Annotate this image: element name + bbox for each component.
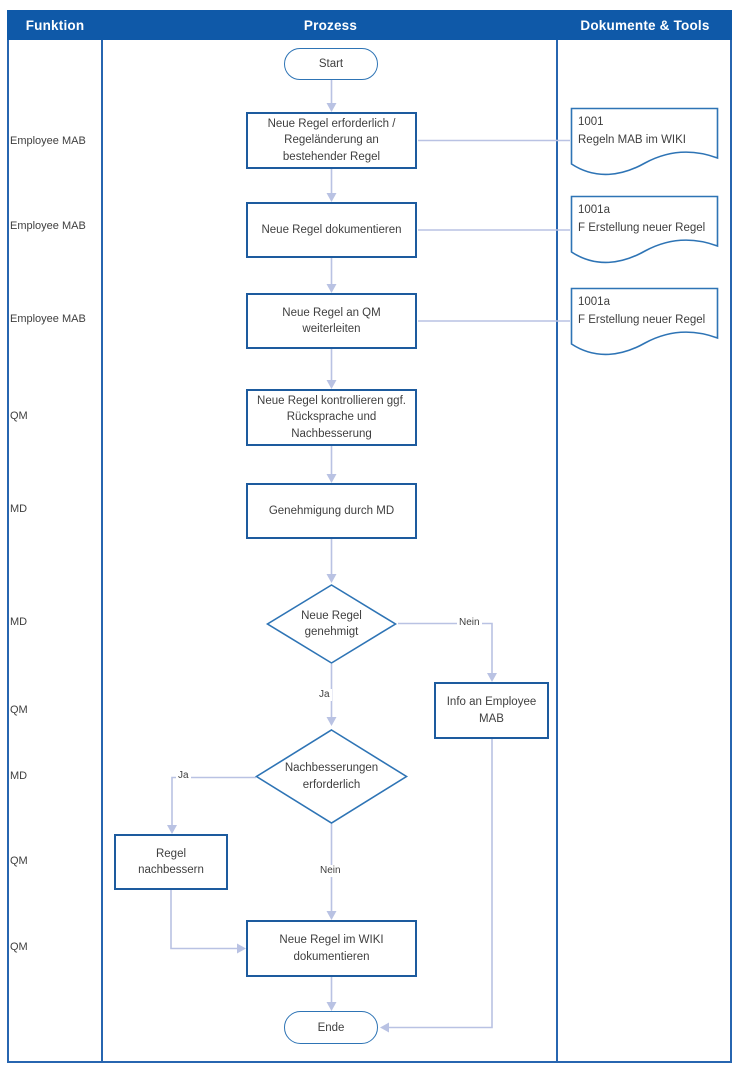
header-dokumente: Dokumente & Tools bbox=[580, 17, 710, 33]
process-step-kontrollieren: Neue Regel kontrollieren ggf. Rücksprach… bbox=[246, 389, 417, 446]
header-prozess: Prozess bbox=[303, 17, 358, 33]
document-title: F Erstellung neuer Regel bbox=[578, 222, 706, 234]
role-label: MD bbox=[10, 616, 28, 628]
document-id: 1001a bbox=[578, 204, 610, 216]
document-id: 1001 bbox=[578, 116, 604, 128]
role-label: MD bbox=[10, 770, 28, 782]
process-step-info-employee: Info an Employee MAB bbox=[434, 682, 549, 739]
role-label: QM bbox=[10, 941, 28, 953]
document-title: F Erstellung neuer Regel bbox=[578, 314, 706, 326]
document-1001-text: 1001 Regeln MAB im WIKI bbox=[578, 113, 714, 149]
role-label: QM bbox=[10, 410, 28, 422]
document-title: Regeln MAB im WIKI bbox=[578, 134, 686, 146]
process-step-nachbessern: Regel nachbessern bbox=[114, 834, 228, 890]
header-bar: Funktion Prozess Dokumente & Tools bbox=[7, 10, 732, 40]
document-shape-1001a-first bbox=[570, 195, 719, 264]
decision-genehmigt-label: Neue Regel genehmigt bbox=[301, 609, 362, 638]
edge-label-nein-1: Nein bbox=[457, 617, 482, 629]
role-label: QM bbox=[10, 855, 28, 867]
role-label: Employee MAB bbox=[10, 135, 86, 147]
edge-label-ja-1: Ja bbox=[317, 689, 332, 701]
role-label: Employee MAB bbox=[10, 220, 86, 232]
edge-label-ja-2: Ja bbox=[176, 770, 191, 782]
header-funktion: Funktion bbox=[25, 17, 85, 33]
decision-nachbesserungen-shape bbox=[254, 729, 409, 824]
edge-label-nein-2: Nein bbox=[318, 865, 343, 877]
decision-nachbesserungen-label: Nachbesserungen erforderlich bbox=[284, 762, 379, 791]
end-terminator: Ende bbox=[284, 1011, 378, 1044]
document-id: 1001a bbox=[578, 296, 610, 308]
role-label: QM bbox=[10, 704, 28, 716]
process-step-wiki-dokumentieren: Neue Regel im WIKI dokumentieren bbox=[246, 920, 417, 977]
process-step-genehmigung: Genehmigung durch MD bbox=[246, 483, 417, 539]
lane-divider-right bbox=[556, 40, 558, 1061]
process-step-neue-regel-erforderlich: Neue Regel erforderlich / Regeländerung … bbox=[246, 112, 417, 169]
document-shape-1001a-second bbox=[570, 287, 719, 356]
document-shape-1001 bbox=[570, 107, 719, 176]
decision-genehmigt-shape bbox=[265, 584, 398, 664]
role-label: MD bbox=[10, 503, 28, 515]
start-terminator: Start bbox=[284, 48, 378, 80]
document-1001a-second-text: 1001a F Erstellung neuer Regel bbox=[578, 293, 714, 329]
process-step-weiterleiten: Neue Regel an QM weiterleiten bbox=[246, 293, 417, 349]
lane-divider-left bbox=[101, 40, 103, 1061]
process-step-dokumentieren: Neue Regel dokumentieren bbox=[246, 202, 417, 258]
document-1001a-first-text: 1001a F Erstellung neuer Regel bbox=[578, 201, 714, 237]
role-label: Employee MAB bbox=[10, 313, 86, 325]
